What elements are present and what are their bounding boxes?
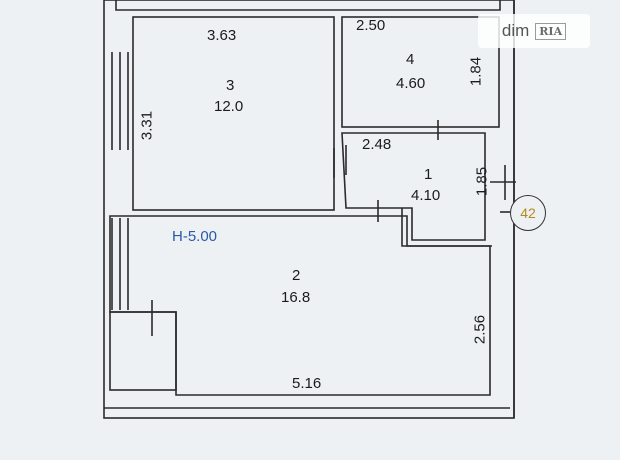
watermark-mark: RIA — [535, 22, 567, 40]
top-wall-inner — [115, 0, 501, 11]
room-3-height-dim: 3.31 — [138, 110, 156, 141]
room-1-outline — [341, 132, 486, 241]
room-3-width-dim: 3.63 — [207, 27, 237, 44]
room-2-area: 16.8 — [281, 289, 311, 306]
room-4-width-dim: 2.50 — [356, 17, 386, 34]
room-1-area: 4.10 — [411, 187, 441, 204]
room-1-height-dim: 1.85 — [473, 166, 491, 197]
ceiling-height-label: H-5.00 — [172, 228, 218, 245]
room-2-height-dim: 2.56 — [471, 314, 489, 345]
room-4-height-dim: 1.84 — [467, 56, 485, 87]
room-1-width-dim: 2.48 — [362, 136, 392, 153]
watermark-brand: dim — [501, 21, 530, 40]
room-4-number: 4 — [406, 51, 415, 68]
room-2-outline — [109, 215, 491, 396]
room-4-outline — [341, 16, 500, 128]
plan-number-badge: 42 — [510, 195, 546, 231]
room-3-area: 12.0 — [214, 98, 244, 115]
room-2-number: 2 — [292, 267, 301, 284]
room-2-width-dim: 5.16 — [292, 375, 322, 392]
outer-wall — [103, 0, 515, 419]
watermark-logo: dim RIA — [478, 14, 590, 48]
room-3-outline — [132, 16, 335, 211]
room-3-number: 3 — [226, 77, 235, 94]
window-left-top — [111, 52, 129, 150]
room-1-number: 1 — [424, 166, 433, 183]
window-left-bottom — [111, 218, 129, 310]
storage-outline — [109, 311, 177, 391]
room-4-area: 4.60 — [396, 75, 426, 92]
